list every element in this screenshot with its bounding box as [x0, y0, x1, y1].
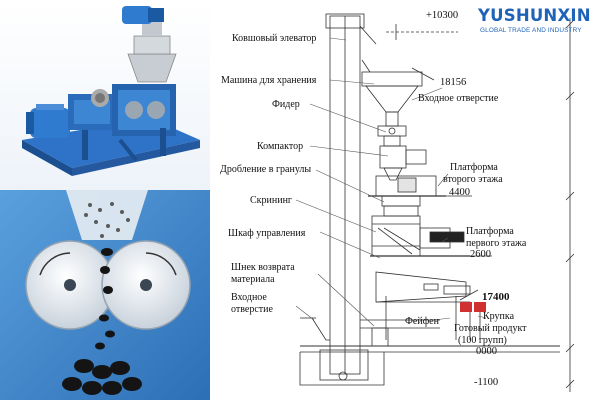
- label-inlet-2: отверстие: [231, 304, 273, 315]
- label-platform2-2: второго этажа: [443, 174, 503, 185]
- screening-shape: [371, 215, 465, 257]
- label-bucket-elevator: Ковшовый элеватор: [232, 33, 317, 44]
- level-second-floor: 4400: [449, 187, 470, 198]
- label-control-cabinet: Шкаф управления: [228, 228, 306, 239]
- label-platform1-1: Платформа: [466, 226, 514, 237]
- label-screening: Скрининг: [250, 195, 293, 206]
- compactor-shape: [379, 145, 427, 181]
- level-top: +10300: [426, 10, 459, 21]
- label-granulation: Дробление в гранулы: [220, 164, 312, 175]
- compactor-machine-photo: [0, 0, 210, 190]
- label-platform2-1: Платформа: [450, 162, 498, 173]
- label-return-screw-1: Шнек возврата: [231, 262, 295, 273]
- label-inlet-top: Входное отверстие: [418, 93, 499, 104]
- level-storage: 18156: [440, 77, 467, 88]
- brand-name: YUSHUNXIN: [478, 6, 591, 25]
- level-bottom: -1100: [474, 377, 499, 388]
- label-product-1: Готовый продукт: [454, 323, 527, 334]
- level-mid: 17400: [482, 291, 510, 303]
- brand-logo: YUSHUNXIN GLOBAL TRADE AND INDUSTRY: [478, 6, 598, 40]
- label-storage-machine: Машина для хранения: [221, 75, 317, 86]
- label-coarse: Крупка: [483, 311, 515, 322]
- label-inlet-1: Входное: [231, 292, 267, 303]
- level-base: 0000: [476, 346, 497, 357]
- label-product-2: (100 групп): [458, 335, 507, 346]
- label-platform1-2: первого этажа: [466, 238, 527, 249]
- return-screw-shape: [360, 319, 440, 347]
- roller-principle-illustration: [0, 190, 210, 400]
- label-feeder: Фидер: [272, 99, 300, 110]
- label-return-screw-2: материала: [231, 274, 275, 285]
- label-fan: Фейфен: [405, 316, 439, 327]
- label-compactor: Компактор: [257, 141, 304, 152]
- machine-photo-panel: [0, 0, 210, 400]
- level-first-floor: 2600: [470, 249, 491, 260]
- bucket-elevator-shape: [319, 13, 377, 381]
- brand-tagline: GLOBAL TRADE AND INDUSTRY: [480, 27, 582, 34]
- vibrating-screen-shape: [375, 271, 479, 340]
